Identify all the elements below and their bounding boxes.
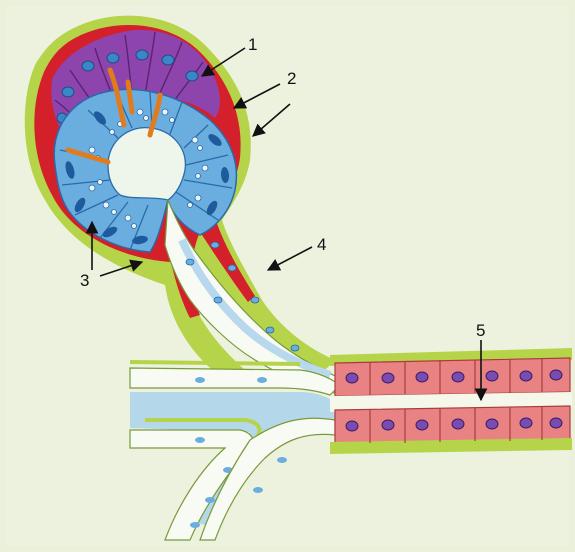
acinus-lumen: [108, 128, 185, 200]
label-2: 2: [287, 70, 296, 87]
label-4: 4: [317, 236, 326, 253]
label-3: 3: [80, 272, 89, 289]
left-duct-upper-membrane: [130, 362, 300, 364]
label-1: 1: [248, 36, 257, 53]
label-5: 5: [476, 322, 485, 339]
